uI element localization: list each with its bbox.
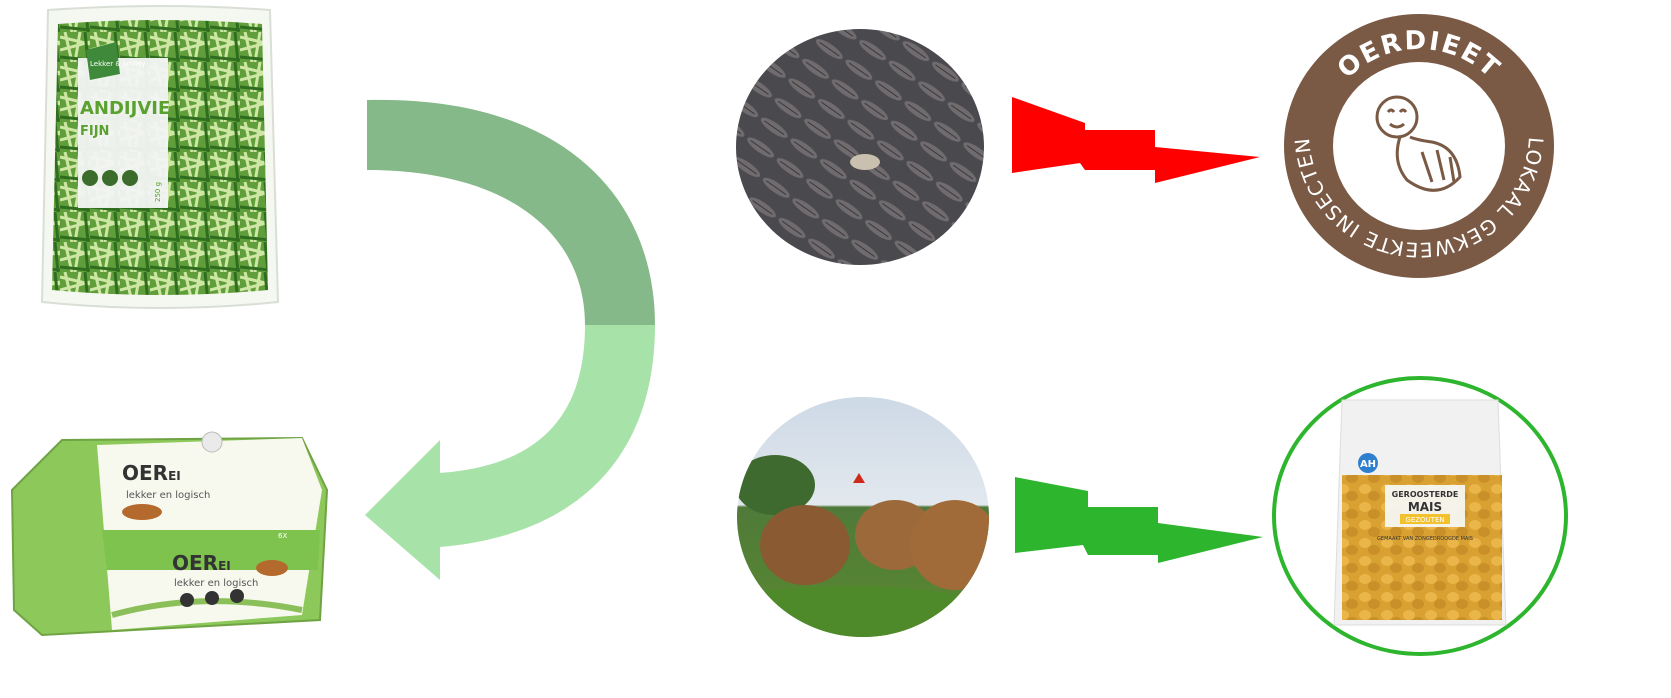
- chickens-photo: [735, 395, 991, 639]
- red-lightning-arrow: [1010, 95, 1265, 190]
- green-lightning-arrow: [1013, 475, 1268, 570]
- egg-tagline-front: lekker en logisch: [174, 578, 258, 589]
- egg-tagline-top: lekker en logisch: [126, 490, 210, 501]
- mais-flavor: GEZOUTEN: [1405, 516, 1444, 524]
- mais-subline: GEMAAKT VAN ZONGEDROOGDE MAIS: [1377, 536, 1473, 542]
- andijvie-variant: FIJN: [80, 124, 109, 139]
- mais-package: AH GEROOSTERDE MAIS GEZOUTEN GEMAAKT VAN…: [1270, 375, 1570, 657]
- mais-name-line2: MAIS: [1408, 500, 1442, 514]
- mais-name-line1: GEROOSTERDE: [1392, 490, 1459, 499]
- insect-larvae-photo: [735, 27, 985, 267]
- egg-count: 6X: [278, 532, 287, 540]
- mais-brand: AH: [1360, 459, 1376, 470]
- hen-illustration: [122, 504, 162, 520]
- oerdieet-logo: OERDIEET LOKAAL GEKWEEKTE INSECTEN: [1282, 12, 1556, 280]
- andijvie-name: ANDIJVIE: [80, 98, 170, 119]
- andijvie-weight: 250 g: [154, 182, 162, 202]
- andijvie-package: Lekker & Lovely ANDIJVIE FIJN 250 g: [30, 2, 290, 317]
- egg-carton: OEREI lekker en logisch OEREI lekker en …: [2, 420, 342, 648]
- curved-arrow: [360, 95, 670, 585]
- andijvie-brand: Lekker & Lovely: [90, 60, 146, 68]
